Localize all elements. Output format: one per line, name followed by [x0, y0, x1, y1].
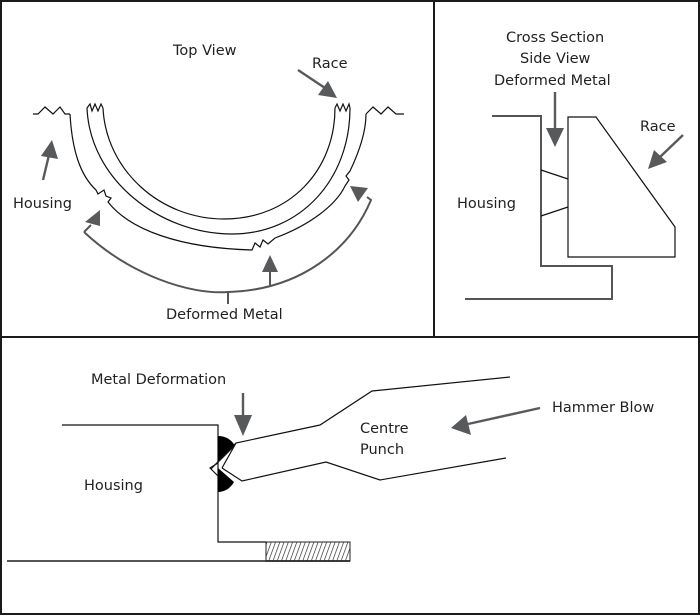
deformed-metal-bracket [83, 196, 373, 294]
metal-deformation-arrow-icon [234, 415, 252, 436]
cross-section-title-line1: Cross Section [506, 30, 604, 46]
centre-punch-upper-edge [210, 376, 511, 470]
race-hatched-block [265, 541, 351, 562]
housing-arrow-shaft [41, 154, 51, 181]
metal-deformation-label: Metal Deformation [91, 372, 226, 388]
cs-race-arrow-icon [648, 150, 667, 169]
top-view-deformed-metal-label: Deformed Metal [166, 307, 283, 323]
housing-left-edge [33, 106, 70, 115]
deformed-metal-left-arrow-icon [85, 210, 100, 226]
housing-bore [69, 113, 367, 251]
top-view-housing-label: Housing [13, 196, 72, 212]
housing-right-edge [365, 106, 404, 115]
top-view-race-label: Race [312, 56, 348, 72]
cross-section-race-label: Race [640, 119, 676, 135]
deformed-metal-upper-edge [540, 169, 569, 180]
punch-view-panel: Metal Deformation Centre Punch Hammer Bl… [7, 372, 654, 562]
cross-section-title-line3: Deformed Metal [494, 73, 611, 89]
race-inner-arc [102, 107, 336, 220]
bracket-left-tick [83, 224, 92, 233]
hammer-blow-arrow-icon [451, 415, 471, 435]
cs-deformed-arrow-icon [546, 128, 564, 147]
centre-punch-label-line2: Punch [360, 442, 404, 458]
upper-deformation-blob [218, 436, 235, 463]
race-right-notch [334, 102, 351, 113]
top-view-panel: Top View Race Housing Deformed Metal [13, 43, 404, 323]
hammer-blow-label: Hammer Blow [552, 400, 654, 416]
cross-section-panel: Cross Section Side View Deformed Metal R… [457, 30, 684, 300]
deformed-metal-lower-edge [540, 206, 569, 217]
top-view-title: Top View [172, 43, 237, 59]
race-left-notch [86, 102, 104, 113]
race-arrow-icon [318, 81, 337, 98]
centre-punch-lower-edge [221, 457, 507, 482]
cross-section-title-line2: Side View [520, 51, 591, 67]
race-outer-arc [86, 107, 351, 235]
housing-profile [465, 115, 613, 300]
centre-punch-label-line1: Centre [360, 421, 409, 437]
cs-race-arrow-shaft [659, 134, 684, 158]
deformed-metal-center-arrow-icon [262, 255, 278, 272]
housing-arrow-icon [41, 140, 58, 159]
race-arrow-shaft [297, 69, 326, 89]
centre-punch-tip [221, 442, 237, 469]
cross-section-housing-label: Housing [457, 196, 516, 212]
deformed-metal-right-arrow-icon [350, 186, 368, 202]
hammer-blow-arrow-shaft [467, 406, 541, 426]
lower-deformation-blob [218, 468, 234, 492]
punch-notch [209, 462, 219, 477]
race-profile [567, 116, 676, 258]
punch-housing-label: Housing [84, 478, 143, 494]
